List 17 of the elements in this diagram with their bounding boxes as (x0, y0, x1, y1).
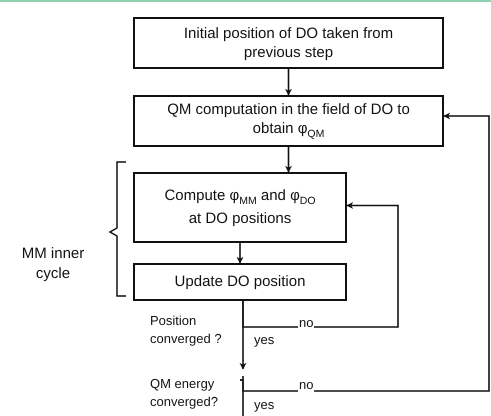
arrow (236, 243, 244, 264)
connector-line (240, 375, 244, 416)
process-box (133, 263, 347, 301)
decision-text: QM energy converged? (150, 375, 219, 411)
arrow (242, 202, 399, 328)
arrow (285, 69, 292, 96)
arrow (285, 147, 292, 173)
box-text: Compute φ$_{MM}$ and φ$_{DO}$ at DO positions (163, 186, 317, 229)
box-text: Update DO position (174, 272, 306, 292)
decision-text: Position converged ? (150, 312, 223, 348)
box-text: QM computation in the field of DO to obtain φ$_{QM}$ (166, 100, 411, 142)
bracket-label: MM inner cycle (20, 244, 86, 284)
process-box (133, 172, 347, 243)
arrow (240, 301, 246, 370)
process-box (133, 17, 444, 69)
process-box (133, 95, 444, 147)
box-text: Initial position of DO taken from previous step (182, 24, 394, 62)
